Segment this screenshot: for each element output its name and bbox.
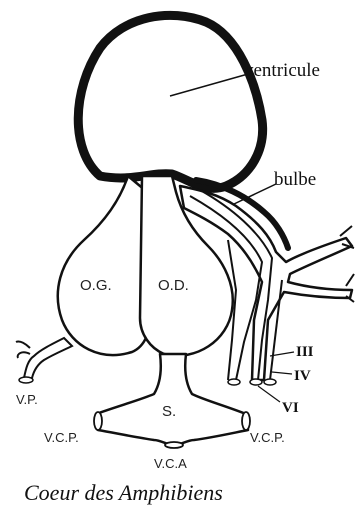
label-vcp-right: V.C.P. (250, 430, 285, 445)
left-atrium (58, 176, 152, 355)
label-vcp-left: V.C.P. (44, 430, 79, 445)
ventricle-shape (78, 15, 262, 188)
arch-end-1 (228, 379, 240, 385)
diagram-caption: Coeur des Amphibiens (24, 480, 223, 505)
arch-end-3 (264, 379, 276, 385)
label-vca: V.C.A (154, 456, 187, 471)
arch-end-2 (250, 379, 262, 385)
vcp-right-opening (242, 412, 250, 430)
branch-tip-lower (346, 274, 354, 302)
label-arch-vi: VI (282, 400, 299, 416)
sinus-venosus (96, 354, 248, 446)
pulmonary-vein (16, 338, 72, 378)
label-bulbe: bulbe (274, 169, 316, 190)
label-arch-iv: IV (294, 368, 311, 384)
label-ventricule: ventricule (244, 60, 320, 81)
vca-opening (165, 442, 183, 448)
label-od: O.D. (158, 277, 189, 294)
label-og: O.G. (80, 277, 112, 294)
vcp-left-opening (94, 412, 102, 430)
label-arch-iii: III (296, 344, 314, 360)
leader-iv (272, 372, 292, 374)
leader-vi (258, 386, 280, 402)
label-vp: V.P. (16, 392, 38, 407)
pulmonary-vein-opening (19, 377, 33, 383)
label-s: S. (162, 403, 176, 420)
